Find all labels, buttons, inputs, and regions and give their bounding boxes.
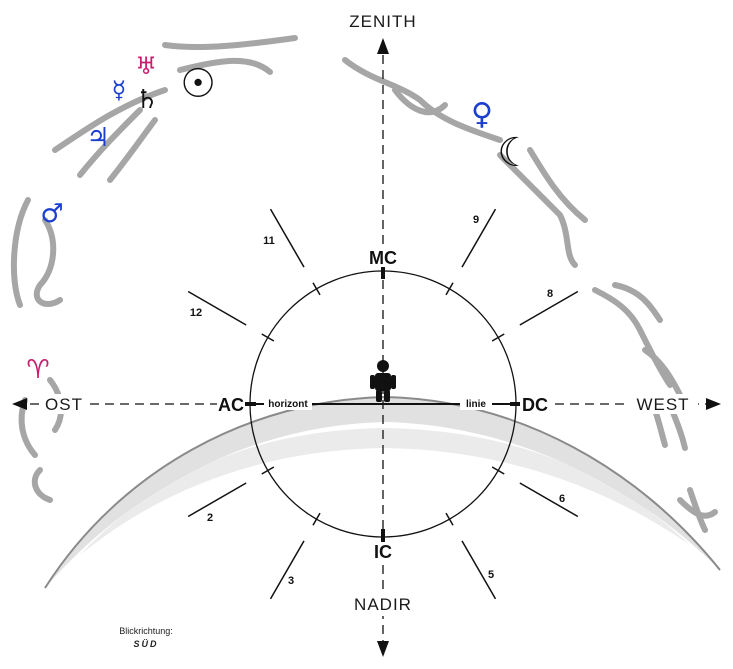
ic-label: IC [374, 542, 392, 562]
saturn-icon: ♄ [135, 85, 158, 115]
cusp-line [269, 540, 305, 600]
sun-icon: ☉ [180, 61, 216, 107]
west-label: WEST [636, 395, 689, 414]
house-number-9: 9 [473, 214, 479, 226]
cusp-line [269, 208, 305, 268]
zenith-label: ZENITH [349, 12, 416, 31]
venus-icon: ♀ [471, 97, 493, 132]
house-number-3: 3 [288, 575, 294, 587]
nadir-label: NADIR [354, 595, 412, 614]
cusp-line [187, 482, 247, 518]
mars-icon: ♂ [40, 199, 63, 229]
zenith-arrow [377, 38, 389, 54]
cusp-tick [261, 333, 275, 342]
house-number-8: 8 [547, 288, 553, 300]
aries-icon: ♈ [26, 355, 49, 385]
cusp-tick [312, 282, 321, 296]
cusp-line [461, 208, 497, 268]
cusp-tick [445, 282, 454, 296]
uranus-icon: ♅ [135, 52, 157, 80]
ost-arrow [12, 398, 27, 410]
horizon-label-left: horizont [268, 399, 308, 410]
jupiter-icon: ♃ [86, 123, 109, 153]
house-number-12: 12 [190, 307, 202, 319]
cusp-tick [261, 466, 275, 475]
cusp-line [519, 290, 579, 326]
cusp-line [187, 290, 247, 326]
view-direction-label: Blickrichtung: [119, 626, 173, 636]
dc-label: DC [522, 395, 548, 415]
moon-icon: ☾ [497, 130, 533, 176]
west-arrow [706, 398, 721, 410]
horizon-label-right: linie [466, 399, 486, 410]
mercury-icon: ☿ [112, 76, 127, 104]
cusp-tick [445, 512, 454, 526]
cusp-tick [491, 333, 505, 342]
cusp-tick [491, 466, 505, 475]
cusp-tick [312, 512, 321, 526]
ost-label: OST [45, 395, 83, 414]
earth-curve-shade [45, 397, 720, 588]
house-number-2: 2 [207, 512, 213, 524]
cusp-line [519, 482, 579, 518]
nadir-arrow [377, 641, 389, 657]
house-number-5: 5 [488, 569, 494, 581]
observer-figure [370, 360, 396, 402]
ac-label: AC [218, 395, 244, 415]
cusp-line [461, 540, 497, 600]
house-cusps [187, 208, 579, 600]
house-number-11: 11 [263, 235, 275, 247]
zodiac-band [10, 35, 718, 533]
mc-label: MC [369, 248, 397, 268]
view-direction-value: SÜD [133, 639, 158, 649]
house-number-6: 6 [559, 493, 565, 505]
earth-curve-shade-inner [80, 428, 690, 555]
